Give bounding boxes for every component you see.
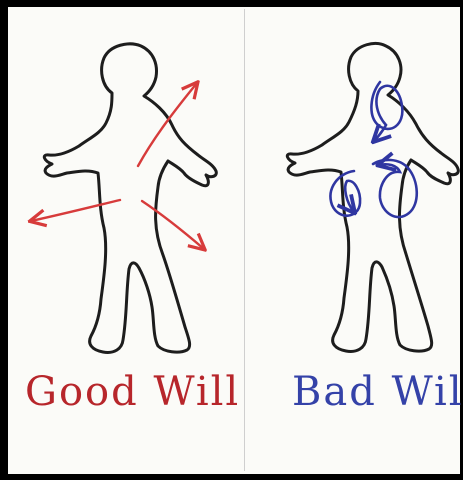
arrow-down-right bbox=[142, 201, 204, 249]
bad-will-panel bbox=[287, 43, 458, 351]
arrow-left bbox=[31, 200, 120, 221]
loop-chest bbox=[371, 82, 402, 141]
bad-will-person-outline bbox=[287, 43, 458, 351]
good-will-caption: Good Will bbox=[25, 364, 215, 420]
good-will-panel bbox=[31, 44, 216, 353]
bad-will-caption: Bad Will bbox=[292, 364, 452, 420]
loop-right bbox=[373, 160, 417, 217]
